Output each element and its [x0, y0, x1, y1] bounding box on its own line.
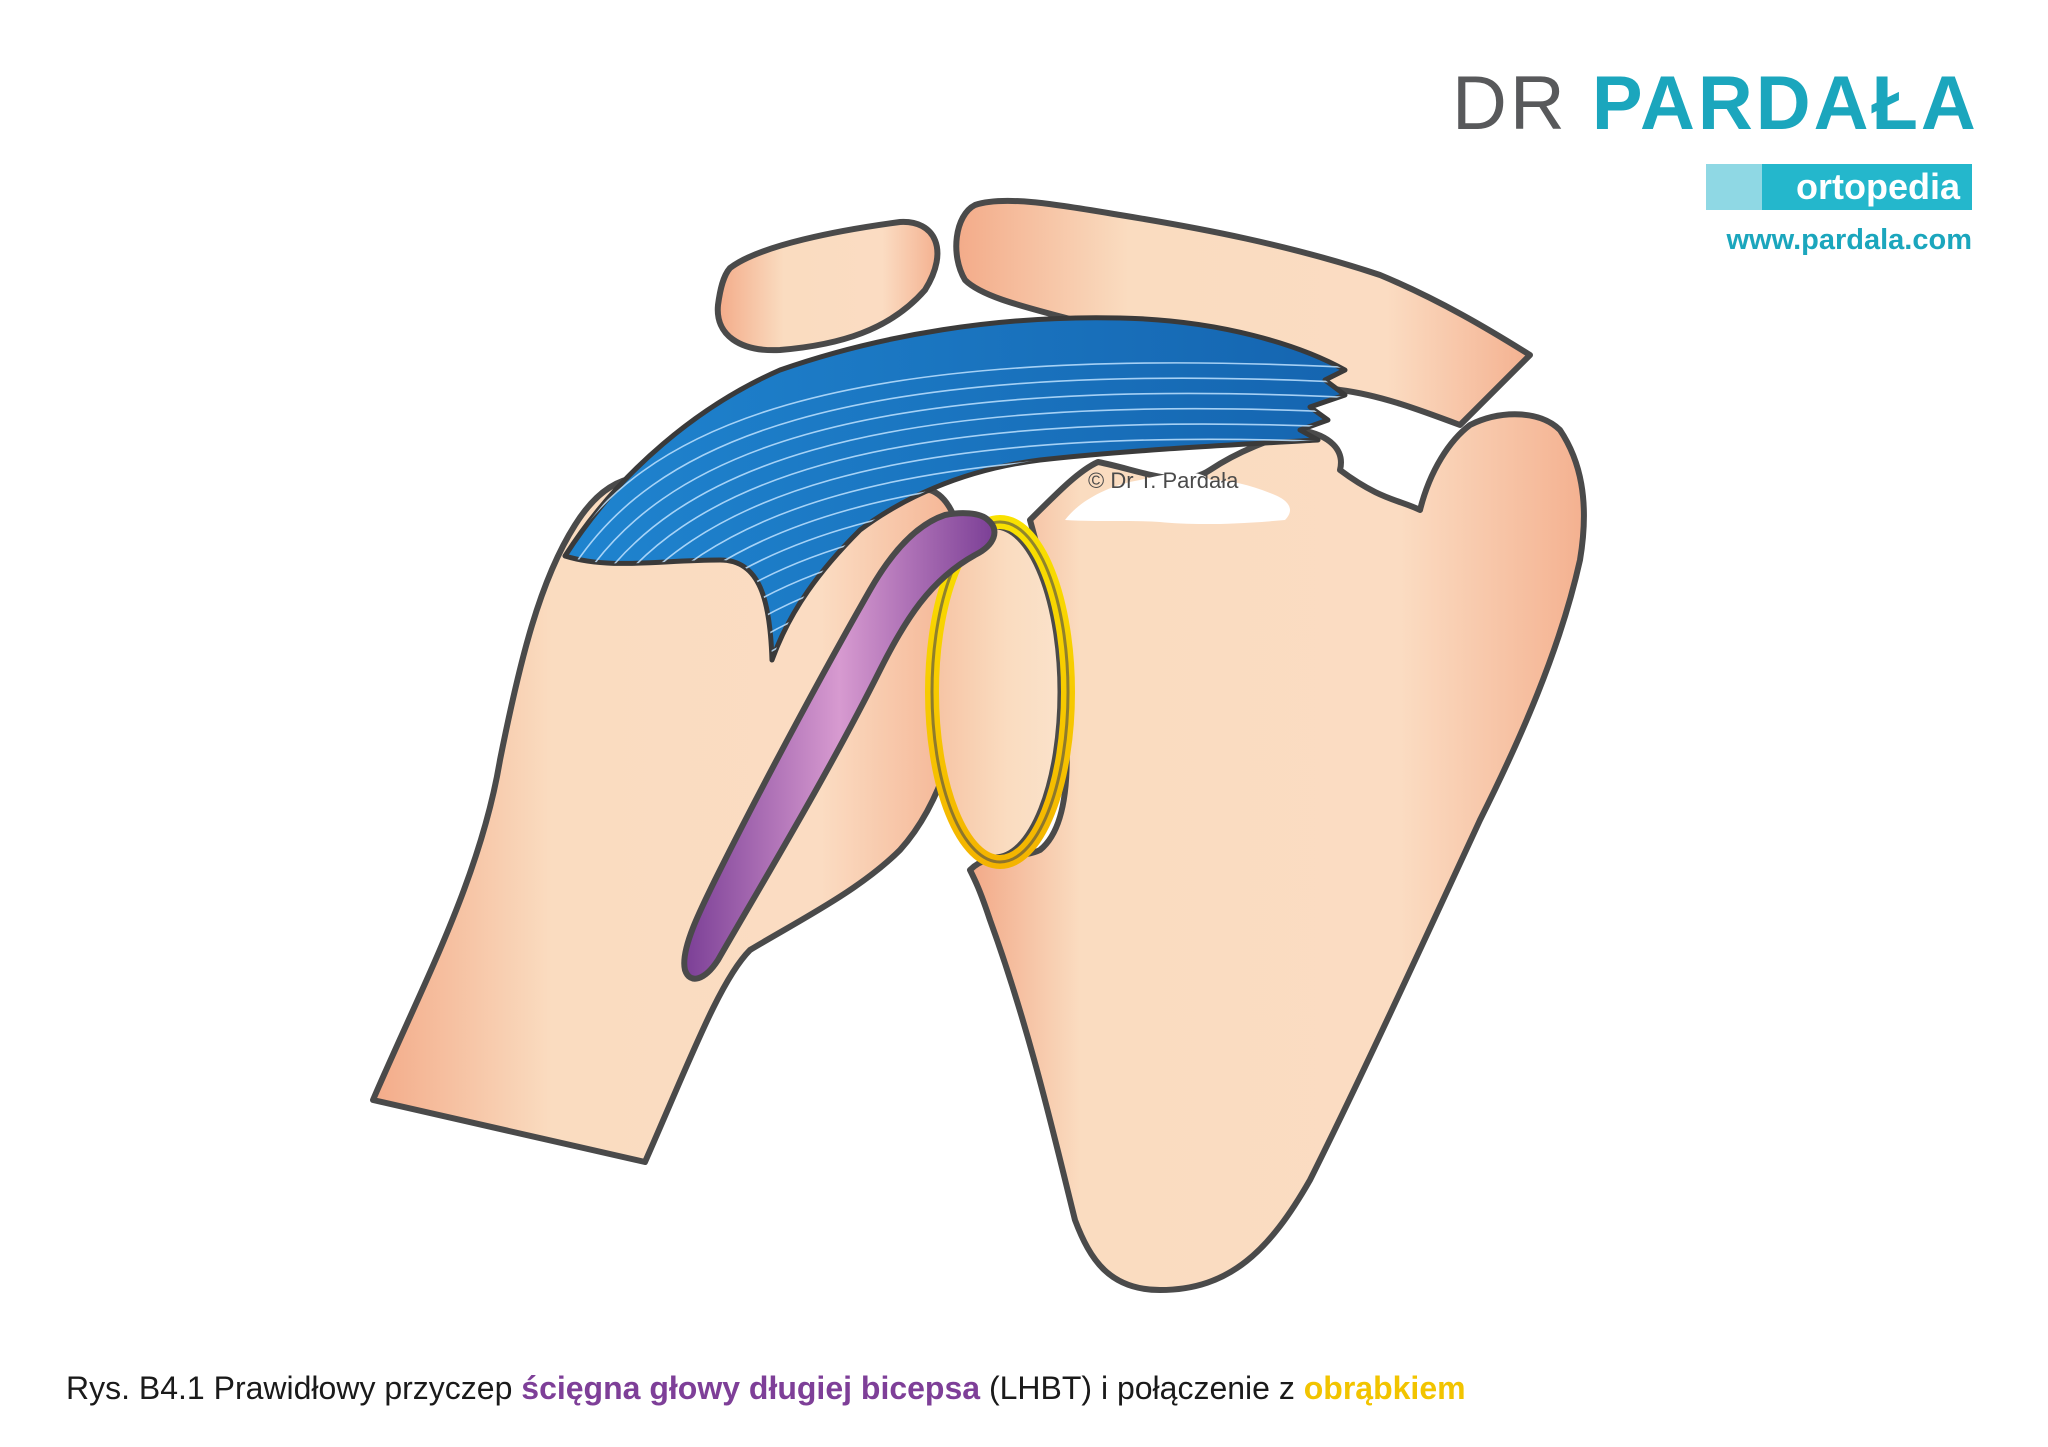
- brand-title-dr: DR: [1452, 61, 1568, 146]
- coracoid-process: [1065, 472, 1290, 525]
- caption-labrum-highlight: obrąbkiem: [1303, 1370, 1466, 1406]
- brand-logo: DR PARDAŁA ortopedia www.pardala.com: [1452, 66, 1976, 257]
- acromion-bone: [714, 218, 941, 354]
- brand-url[interactable]: www.pardala.com: [1726, 224, 1973, 256]
- scapula-bone: [967, 411, 1587, 1293]
- caption-tendon-highlight: ścięgna głowy długiej bicepsa: [521, 1370, 981, 1406]
- labrum-outline: [930, 520, 1070, 864]
- brand-subtitle-bar: ortopedia: [1706, 164, 1972, 210]
- brand-title-name: PARDAŁA: [1591, 61, 1979, 146]
- figure-caption: Rys. B4.1 Prawidłowy przyczep ścięgna gł…: [66, 1370, 1466, 1407]
- copyright-label: © Dr T. Pardała: [1088, 468, 1239, 493]
- brand-bar-accent: [1706, 164, 1762, 210]
- caption-prefix: Rys. B4.1 Prawidłowy przyczep: [66, 1370, 522, 1406]
- caption-middle: (LHBT) i połączenie z: [980, 1370, 1304, 1406]
- biceps-long-head-tendon: [681, 510, 998, 982]
- brand-title: DR PARDAŁA: [1452, 66, 1976, 142]
- brand-subtitle: ortopedia: [1795, 166, 1960, 207]
- clavicle-bone: [953, 197, 1533, 428]
